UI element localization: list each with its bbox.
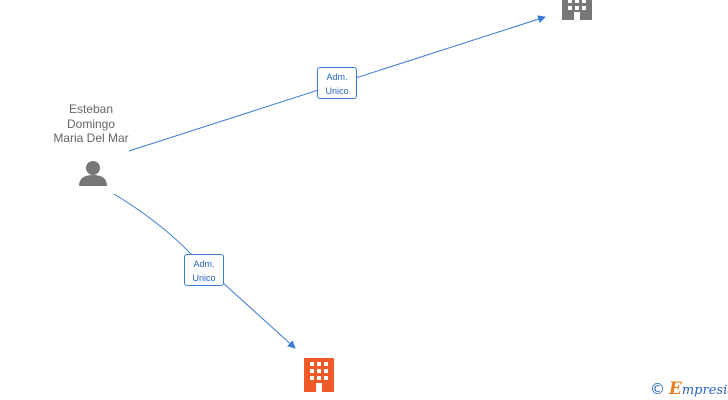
edge-top-label-line-1: Adm. bbox=[326, 72, 348, 82]
copyright-symbol: © bbox=[650, 380, 665, 398]
person-icon[interactable] bbox=[79, 161, 107, 186]
edge-top-label[interactable]: Adm. Unico bbox=[317, 67, 357, 99]
edge-bottom-line bbox=[113, 193, 296, 349]
brand-logo-rest: mpresia bbox=[681, 383, 728, 398]
edge-bottom-label-line-2: Unico bbox=[192, 273, 216, 283]
person-name[interactable]: Esteban Domingo Maria Del Mar bbox=[41, 102, 141, 146]
edge-bottom-label[interactable]: Adm. Unico bbox=[184, 254, 224, 286]
brand-logo-initial: E bbox=[668, 379, 682, 399]
person-name-line-2: Domingo bbox=[66, 116, 116, 131]
edge-bottom-label-line-1: Adm. bbox=[193, 259, 215, 269]
edge-top-label-line-2: Unico bbox=[325, 86, 349, 96]
copyright-footer: © Empresia bbox=[650, 379, 728, 399]
person-name-line-1: Esteban bbox=[68, 102, 114, 116]
building-icon[interactable] bbox=[562, 0, 592, 20]
building-icon[interactable] bbox=[304, 358, 334, 392]
person-name-line-3: Maria Del Mar bbox=[53, 131, 129, 145]
